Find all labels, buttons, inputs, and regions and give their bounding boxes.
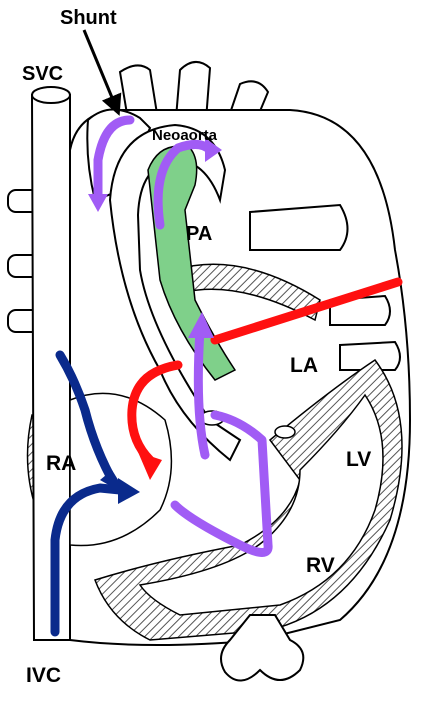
shunt-pointer-arrow	[84, 30, 118, 112]
label-ivc: IVC	[26, 664, 61, 687]
label-lv: LV	[346, 448, 371, 471]
label-pa: PA	[186, 223, 212, 245]
svc-opening	[32, 87, 70, 103]
label-svc: SVC	[22, 63, 63, 85]
label-la: LA	[290, 354, 318, 377]
label-neoaorta: Neoaorta	[152, 127, 218, 144]
label-rv: RV	[306, 554, 335, 577]
label-shunt: Shunt	[60, 7, 117, 29]
pulmonary-vein-stub	[275, 426, 295, 438]
label-ra: RA	[46, 452, 76, 475]
